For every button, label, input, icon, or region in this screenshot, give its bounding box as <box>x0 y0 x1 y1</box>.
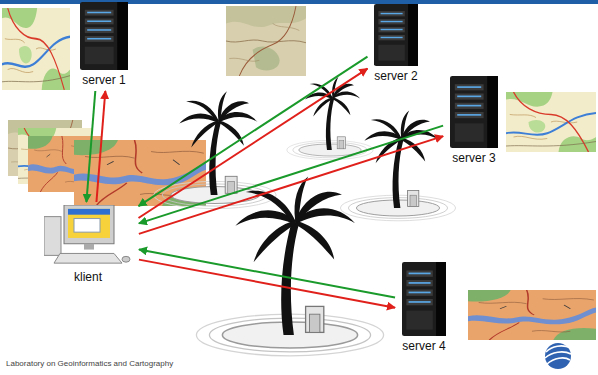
server-icon <box>450 76 498 148</box>
node-label: server 2 <box>374 67 417 84</box>
server-node: server 2 <box>370 4 422 84</box>
server-icon <box>402 262 446 336</box>
data-flow-arrow <box>86 91 95 202</box>
map-image <box>2 8 70 90</box>
node-label: server 4 <box>402 337 445 354</box>
data-flow-arrow <box>139 57 368 206</box>
node-label: server 3 <box>452 149 495 166</box>
map-image <box>506 92 596 152</box>
server-node: server 1 <box>76 2 132 88</box>
map-image <box>468 290 596 340</box>
node-label: server 1 <box>82 71 125 88</box>
server-icon <box>80 2 128 70</box>
logo <box>545 343 571 369</box>
data-flow-arrow <box>139 249 395 297</box>
data-flow-arrow <box>139 126 443 224</box>
server-node: server 3 <box>446 76 502 166</box>
server-icon <box>374 4 418 66</box>
client-node: klient <box>40 205 136 285</box>
palm-island <box>287 77 373 160</box>
server-node: server 4 <box>398 262 450 354</box>
data-flow-arrow <box>139 69 368 218</box>
data-flow-arrow <box>139 136 443 234</box>
node-label: klient <box>74 268 102 285</box>
data-flow-arrow <box>96 91 105 202</box>
footer-credit: Laboratory on Geoinformatics and Cartogr… <box>6 359 173 368</box>
data-flow-arrow <box>139 260 395 308</box>
map-image <box>226 6 306 76</box>
computer-icon <box>44 205 132 267</box>
